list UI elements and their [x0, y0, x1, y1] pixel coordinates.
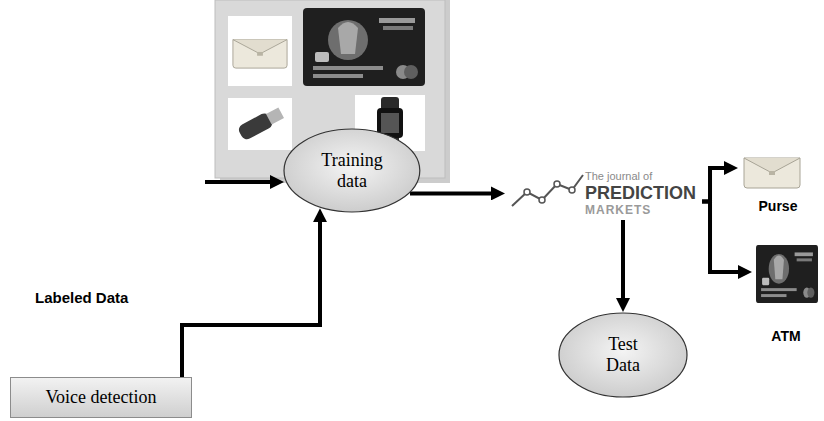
node-text: PREDICTION — [585, 183, 696, 204]
flow-arrow — [621, 220, 625, 304]
flow-arrow — [182, 216, 320, 377]
node-text: The journal of — [585, 170, 652, 183]
prediction-logo: The journal ofPREDICTIONMARKETS — [505, 168, 702, 220]
node-label: Training data — [307, 150, 397, 191]
flow-arrow — [410, 191, 497, 195]
section-label: Labeled Data — [35, 289, 128, 306]
node-text: MARKETS — [585, 204, 651, 218]
input-box: Voice detection — [10, 377, 192, 418]
node-label: ATM — [771, 328, 800, 344]
output-item: Purse — [738, 146, 818, 214]
flow-arrow — [702, 201, 744, 272]
flow-arrow — [702, 168, 730, 201]
node-label: Voice detection — [45, 387, 156, 408]
process-ellipse: Training data — [283, 128, 421, 213]
output-item: ATM — [752, 240, 820, 344]
node-label: Purse — [759, 198, 798, 214]
data-ellipse: Test Data — [558, 312, 688, 398]
node-label: Test Data — [593, 334, 653, 375]
